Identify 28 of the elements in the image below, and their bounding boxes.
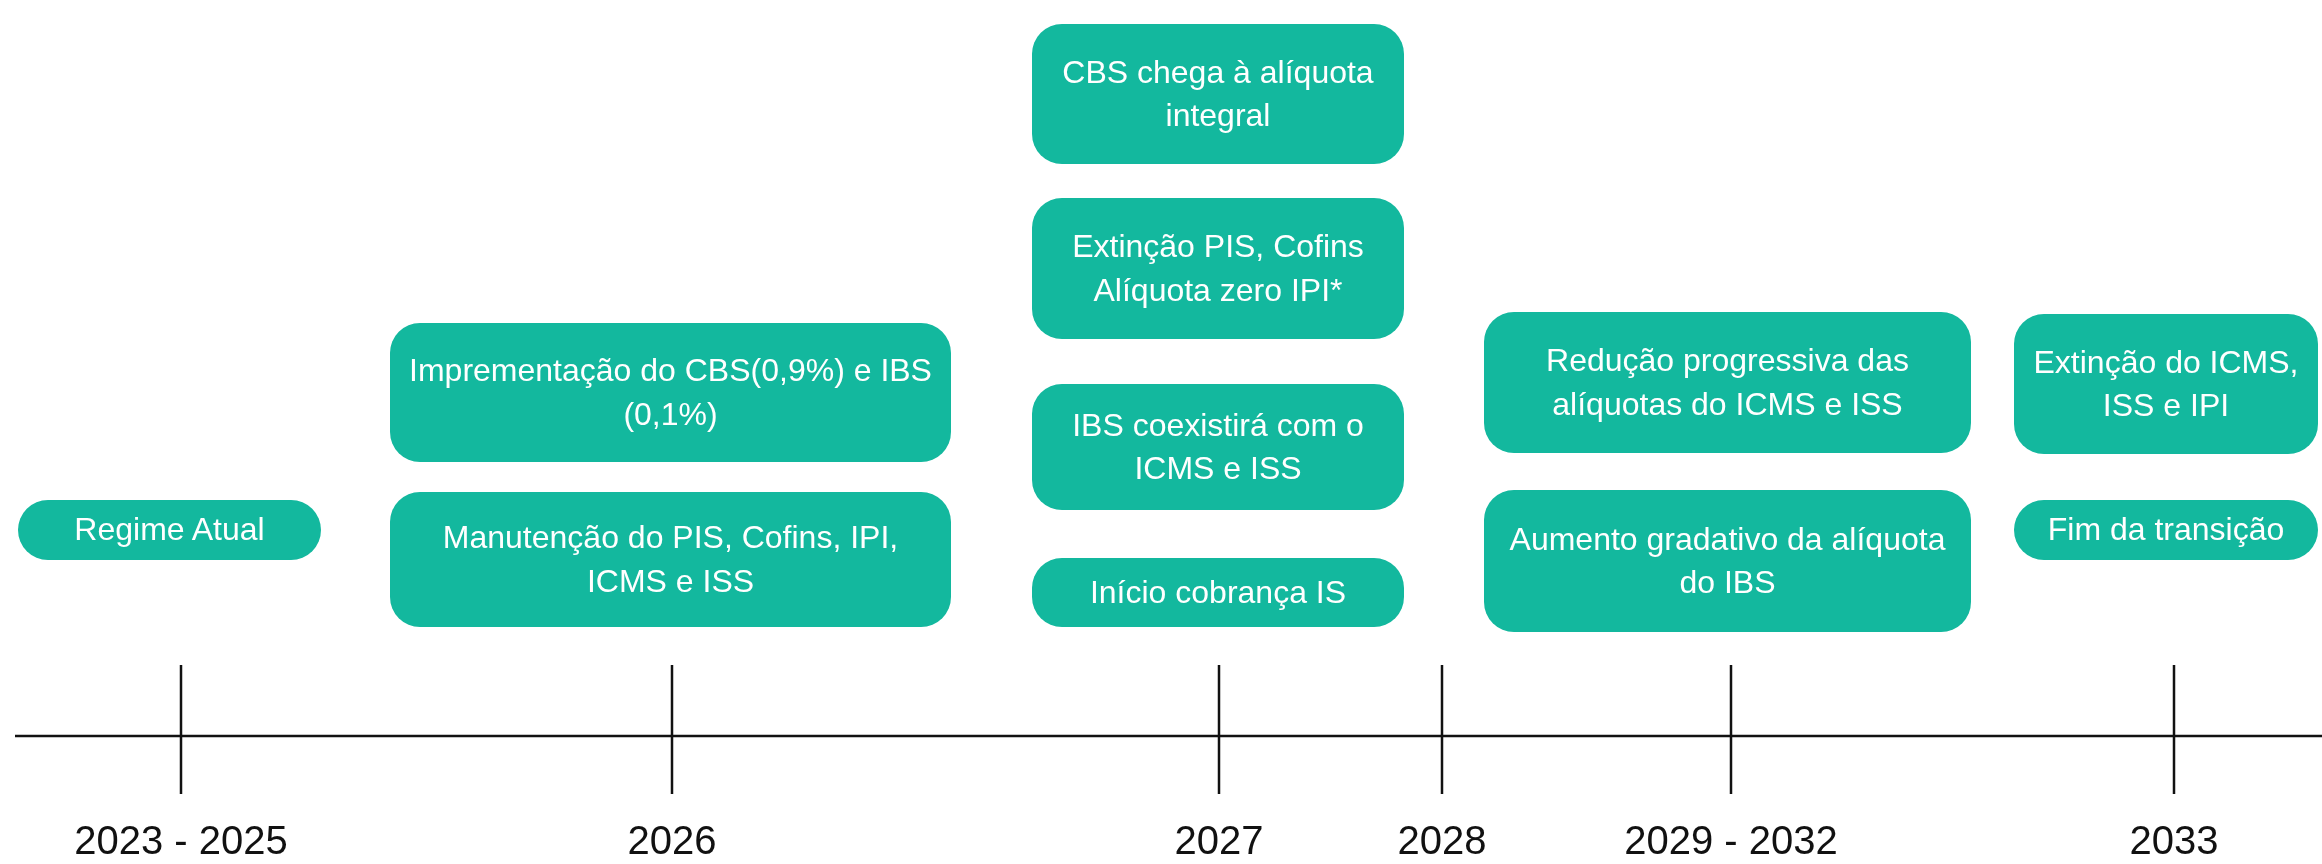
event-box — [1032, 198, 1404, 339]
event-box — [390, 323, 951, 462]
event-text: Fim da transição — [2047, 510, 2285, 550]
event-text: CBS chega à alíquota integral — [1061, 52, 1375, 135]
event-box — [1032, 24, 1404, 164]
event-text: Extinção PIS, Cofins Alíquota zero IPI* — [1071, 227, 1365, 310]
event-text: Extinção do ICMS, ISS e IPI — [2032, 342, 2300, 425]
year-label: 2027 — [1174, 818, 1264, 863]
event-box — [2014, 500, 2318, 560]
event-box — [1032, 384, 1404, 510]
year-label: 2023 - 2025 — [74, 818, 288, 863]
event-text: IBS coexistirá com o ICMS e ISS — [1071, 405, 1365, 488]
event-text: Aumento gradativo da alíquota do IBS — [1508, 519, 1947, 602]
event-box — [390, 492, 951, 627]
event-text: Imprementação do CBS(0,9%) e IBS (0,1%) — [408, 351, 933, 434]
event-text: Manutenção do PIS, Cofins, IPI, ICMS e ISS — [441, 518, 900, 601]
event-box — [2014, 314, 2318, 454]
event-box — [18, 500, 321, 560]
event-text: Redução progressiva das alíquotas do ICMS e ISS — [1545, 341, 1910, 424]
year-label: 2028 — [1397, 818, 1487, 863]
year-label: 2033 — [2129, 818, 2219, 863]
event-text: Início cobrança IS — [1089, 572, 1347, 612]
event-text: Regime Atual — [74, 510, 265, 550]
event-box — [1484, 490, 1971, 632]
event-box — [1032, 558, 1404, 627]
year-label: 2029 - 2032 — [1624, 818, 1838, 863]
year-label: 2026 — [627, 818, 717, 863]
event-box — [1484, 312, 1971, 453]
